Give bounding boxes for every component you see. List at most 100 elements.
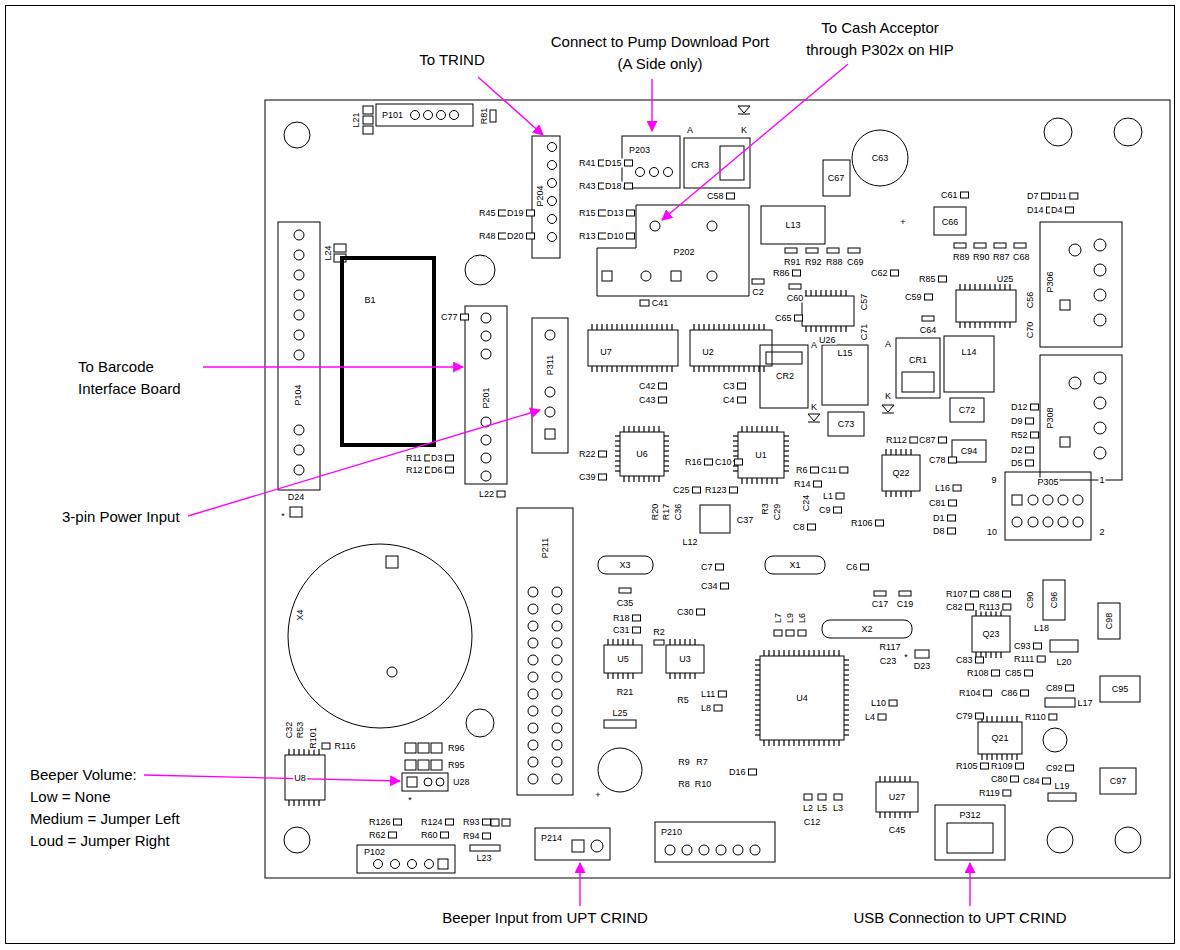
ic-pin (674, 639, 675, 645)
ic-pin (979, 322, 980, 328)
ic-pin (733, 465, 738, 466)
pad-symbol (949, 457, 957, 463)
part-label: C70 (1026, 321, 1035, 340)
pad-symbol (527, 233, 535, 239)
leader-arrow (662, 64, 848, 220)
ic-pin (627, 639, 628, 645)
part-outline (874, 591, 886, 596)
part-label: R10 (694, 780, 713, 789)
part-outline (405, 743, 416, 753)
part-outline (823, 160, 850, 196)
part-outline (785, 248, 797, 253)
ic-pin (615, 440, 620, 441)
part-label: C80 (990, 775, 1009, 784)
ic-pin (755, 714, 760, 715)
ic-pin (784, 445, 789, 446)
pad-symbol (527, 210, 535, 216)
ic-pin (596, 324, 597, 330)
ic-pin (784, 470, 789, 471)
part-label: L6 (798, 612, 807, 624)
ic-pin (733, 450, 738, 451)
part-outline (402, 773, 448, 791)
ic-pin (844, 724, 849, 725)
part-outline (572, 840, 584, 852)
part-outline (545, 429, 555, 439)
ic-pin (995, 652, 996, 658)
leader-arrow (651, 79, 652, 131)
part-label: C45 (888, 826, 907, 835)
ic-pin (653, 426, 654, 432)
part-label: R113 (978, 603, 1001, 612)
ic-pin (733, 455, 738, 456)
part-outline (798, 630, 806, 636)
pin-circle (1094, 289, 1106, 301)
ic-pin (763, 324, 764, 330)
ic-pin (1004, 284, 1005, 290)
ic-pin (766, 426, 767, 432)
part-label: D1 (932, 514, 946, 523)
ic-pin (648, 476, 649, 482)
part-outline (1012, 495, 1022, 505)
part-label: R81 (480, 107, 489, 126)
mounting-hole (284, 827, 310, 853)
pad-symbol (814, 481, 822, 487)
pad-symbol (625, 160, 633, 166)
pad-symbol (659, 397, 667, 403)
part-label: C86 (1000, 689, 1019, 698)
pin-circle (528, 621, 538, 631)
pin-circle (552, 655, 562, 665)
pad-symbol (461, 314, 469, 320)
part-outline (654, 640, 664, 645)
ic-pin (879, 812, 880, 818)
part-label: C96 (1050, 591, 1059, 610)
part-label: C56 (1026, 291, 1035, 310)
pin-circle (294, 250, 304, 260)
pad-symbol (1026, 460, 1034, 466)
pad-symbol (735, 459, 743, 465)
part-label: C61 (940, 191, 959, 200)
part-label: D16 (728, 768, 747, 777)
pin-circle (552, 757, 562, 767)
part-label: D6 (430, 466, 444, 475)
pin-circle (528, 723, 538, 733)
ic-pin (844, 734, 849, 735)
ic-pin (755, 719, 760, 720)
part-outline (334, 254, 346, 262)
pad-symbol (389, 832, 397, 838)
pin-circle (552, 604, 562, 614)
pin-circle (733, 845, 743, 855)
ic-pin (606, 366, 607, 372)
part-label: K (740, 126, 748, 135)
mounting-hole (284, 122, 310, 148)
part-outline (806, 248, 818, 253)
ic-pin (833, 650, 834, 656)
diode-bar (808, 422, 820, 423)
ic-pin (805, 290, 806, 296)
pad-symbol (1066, 685, 1074, 691)
part-label: R17 (662, 503, 671, 522)
pad-symbol (738, 383, 746, 389)
part-label: R13 (578, 232, 597, 241)
part-outline (1005, 472, 1091, 540)
ic-pin (664, 460, 669, 461)
part-label: C93 (1013, 642, 1032, 651)
pad-symbol (1003, 790, 1011, 796)
part-outline (899, 591, 911, 596)
pin-circle (552, 774, 562, 784)
part-label: C77 (440, 313, 459, 322)
part-label: P311 (546, 354, 555, 376)
ic-pin (636, 366, 637, 372)
part-label: R107 (945, 590, 969, 599)
part-label: R5 (676, 696, 690, 705)
part-label: R106 (850, 519, 874, 528)
mounting-hole (1115, 827, 1141, 853)
pad-symbol (834, 507, 842, 513)
mounting-hole (1043, 728, 1067, 752)
ic-pin (761, 478, 762, 484)
part-label: L14 (960, 348, 977, 357)
part-label: U6 (635, 450, 649, 459)
part-label: C95 (1111, 685, 1130, 694)
ic-pin (703, 366, 704, 372)
pin-circle (528, 638, 538, 648)
ic-pin (713, 324, 714, 330)
